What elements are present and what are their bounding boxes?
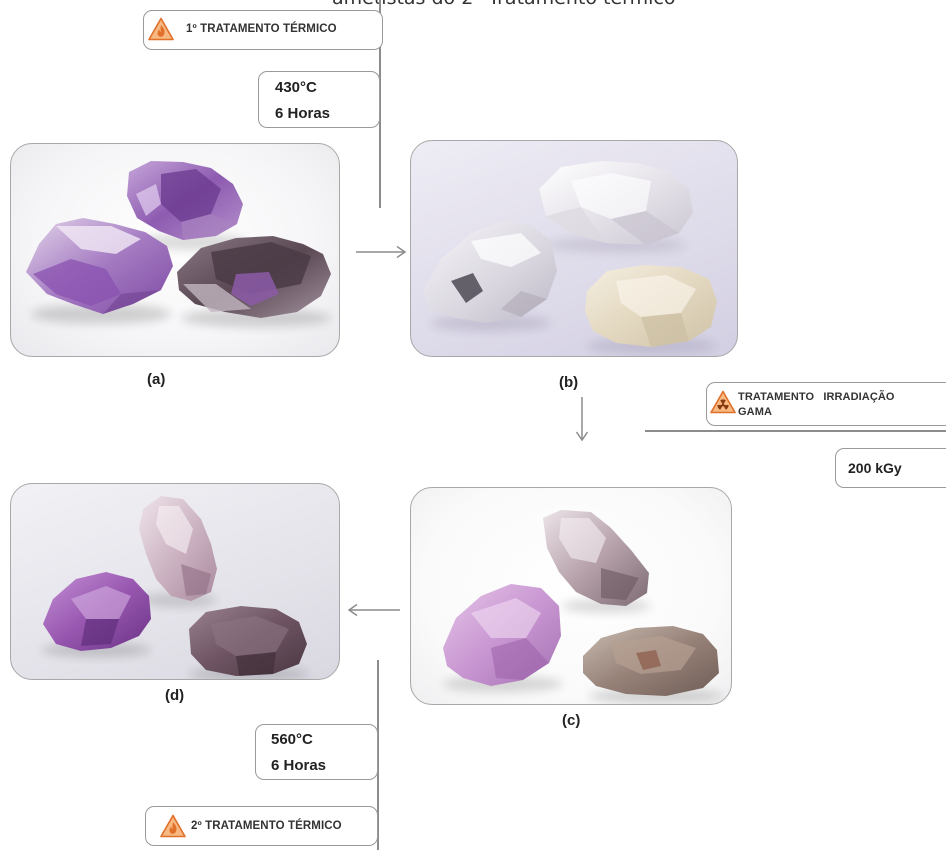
arrow-right-icon xyxy=(356,245,407,259)
crystal-b-top xyxy=(539,161,693,245)
heat2-title-box: 2º TRATAMENTO TÉRMICO xyxy=(145,806,378,846)
crystal-d-top xyxy=(139,496,217,601)
crystal-c-top xyxy=(543,510,649,606)
gamma-title-line1: TRATAMENTO IRRADIAÇÃO xyxy=(738,391,895,403)
crystal-b-left xyxy=(423,221,557,323)
gamma-dose: 200 kGy xyxy=(848,460,902,476)
heat1-conditions-box: 430°C 6 Horas xyxy=(258,71,380,128)
heat1-title: 1º TRATAMENTO TÉRMICO xyxy=(186,23,337,35)
figure-caption: ametistas do 2º Tratamento térmico xyxy=(332,0,676,9)
heat1-temperature: 430°C xyxy=(275,79,317,96)
crystal-a-left xyxy=(26,218,173,314)
crystal-c-right xyxy=(583,626,719,696)
panel-d-photo xyxy=(10,483,340,680)
arrow-down-icon xyxy=(575,397,589,442)
heat1-duration: 6 Horas xyxy=(275,105,331,122)
heat2-title: 2º TRATAMENTO TÉRMICO xyxy=(191,820,342,832)
crystal-c-left xyxy=(443,584,561,686)
panel-a-photo xyxy=(10,143,340,357)
panel-c-label: (c) xyxy=(562,712,581,729)
crystal-d-right xyxy=(189,606,307,676)
gamma-dose-box: 200 kGy xyxy=(835,448,946,488)
heat2-temperature: 560°C xyxy=(271,731,313,748)
gamma-connector-line xyxy=(645,430,946,432)
panel-d-label: (d) xyxy=(165,687,185,704)
fire-warning-icon xyxy=(148,17,174,41)
panel-a-label: (a) xyxy=(147,371,166,388)
gamma-title-box: TRATAMENTO IRRADIAÇÃO GAMA xyxy=(706,382,946,426)
crystal-a-top xyxy=(127,161,243,240)
arrow-left-icon xyxy=(347,603,400,617)
panel-c-photo xyxy=(410,487,732,705)
radiation-warning-icon xyxy=(710,390,736,414)
panel-b-photo xyxy=(410,140,738,357)
crystal-d-left xyxy=(43,572,151,651)
heat1-title-box: 1º TRATAMENTO TÉRMICO xyxy=(143,10,383,50)
crystal-b-right xyxy=(585,265,717,347)
heat2-duration: 6 Horas xyxy=(271,757,327,774)
crystal-a-right xyxy=(177,236,331,318)
gamma-title-line2: GAMA xyxy=(738,406,773,418)
fire-warning-icon xyxy=(160,814,186,838)
panel-b-label: (b) xyxy=(559,374,579,391)
heat2-conditions-box: 560°C 6 Horas xyxy=(255,724,378,780)
